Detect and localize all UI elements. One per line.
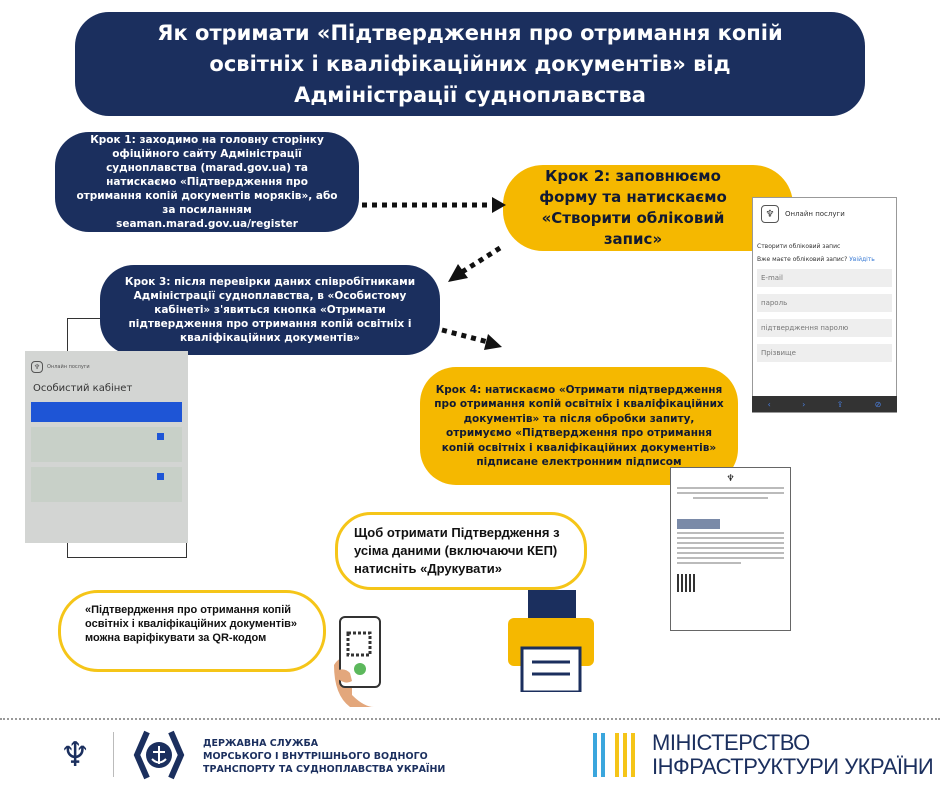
document-card [31, 467, 182, 502]
have-account-text: Вже маєте обліковий запис? [757, 256, 848, 263]
service-name: Онлайн послуги [47, 364, 90, 370]
trident-icon: ♆ [726, 474, 735, 484]
browser-toolbar: ‹›⇪⊘ [752, 396, 897, 412]
arrowhead-icon [492, 197, 506, 213]
phone-qr-icon [334, 616, 381, 707]
email-field: E-mail [757, 269, 892, 287]
form-heading: Створити обліковий запис [757, 243, 841, 250]
page-title: Як отримати «Підтвердження про отримання… [75, 12, 865, 116]
ministry-logo-icon [593, 733, 635, 777]
step-3: Крок 3: після перевірки даних співробітн… [100, 265, 440, 355]
registration-form-screenshot: ♆ Онлайн послуги Створити обліковий запис… [752, 197, 897, 413]
agency-logo-icon [133, 730, 185, 780]
qr-note: «Підтвердження про отримання копій освіт… [58, 590, 326, 672]
confirmation-document: ♆ [670, 467, 791, 631]
printer-icon [508, 590, 594, 692]
step-1: Крок 1: заходимо на головну сторінку офі… [55, 132, 359, 232]
get-confirmation-button [31, 402, 182, 422]
cabinet-screenshot: ♆ Онлайн послуги Особистий кабінет [25, 351, 188, 543]
arrowhead-icon [484, 334, 502, 350]
print-note: Щоб отримати Підтвердження з усіма даним… [335, 512, 587, 590]
trident-icon: ♆ [31, 361, 43, 373]
qr-code-icon [677, 574, 695, 592]
arrow-3-4 [441, 327, 489, 345]
password-field: пароль [757, 294, 892, 312]
arrowhead-icon [448, 264, 468, 282]
step-4: Крок 4: натискаємо «Отримати підтверджен… [420, 367, 738, 485]
document-card [31, 427, 182, 462]
surname-field: Прізвище [757, 344, 892, 362]
trident-icon: ♆ [761, 205, 779, 223]
confirm-password-field: підтвердження паролю [757, 319, 892, 337]
arrow-2-3 [460, 245, 502, 275]
footer-separator [113, 732, 114, 777]
login-link: Увійдіть [849, 256, 875, 263]
trident-icon: ♆ [60, 735, 91, 775]
service-name: Онлайн послуги [785, 210, 845, 218]
cabinet-heading: Особистий кабінет [33, 383, 133, 394]
step-2: Крок 2: заповнюємо форму та натискаємо «… [503, 165, 793, 251]
footer-divider [0, 718, 940, 720]
